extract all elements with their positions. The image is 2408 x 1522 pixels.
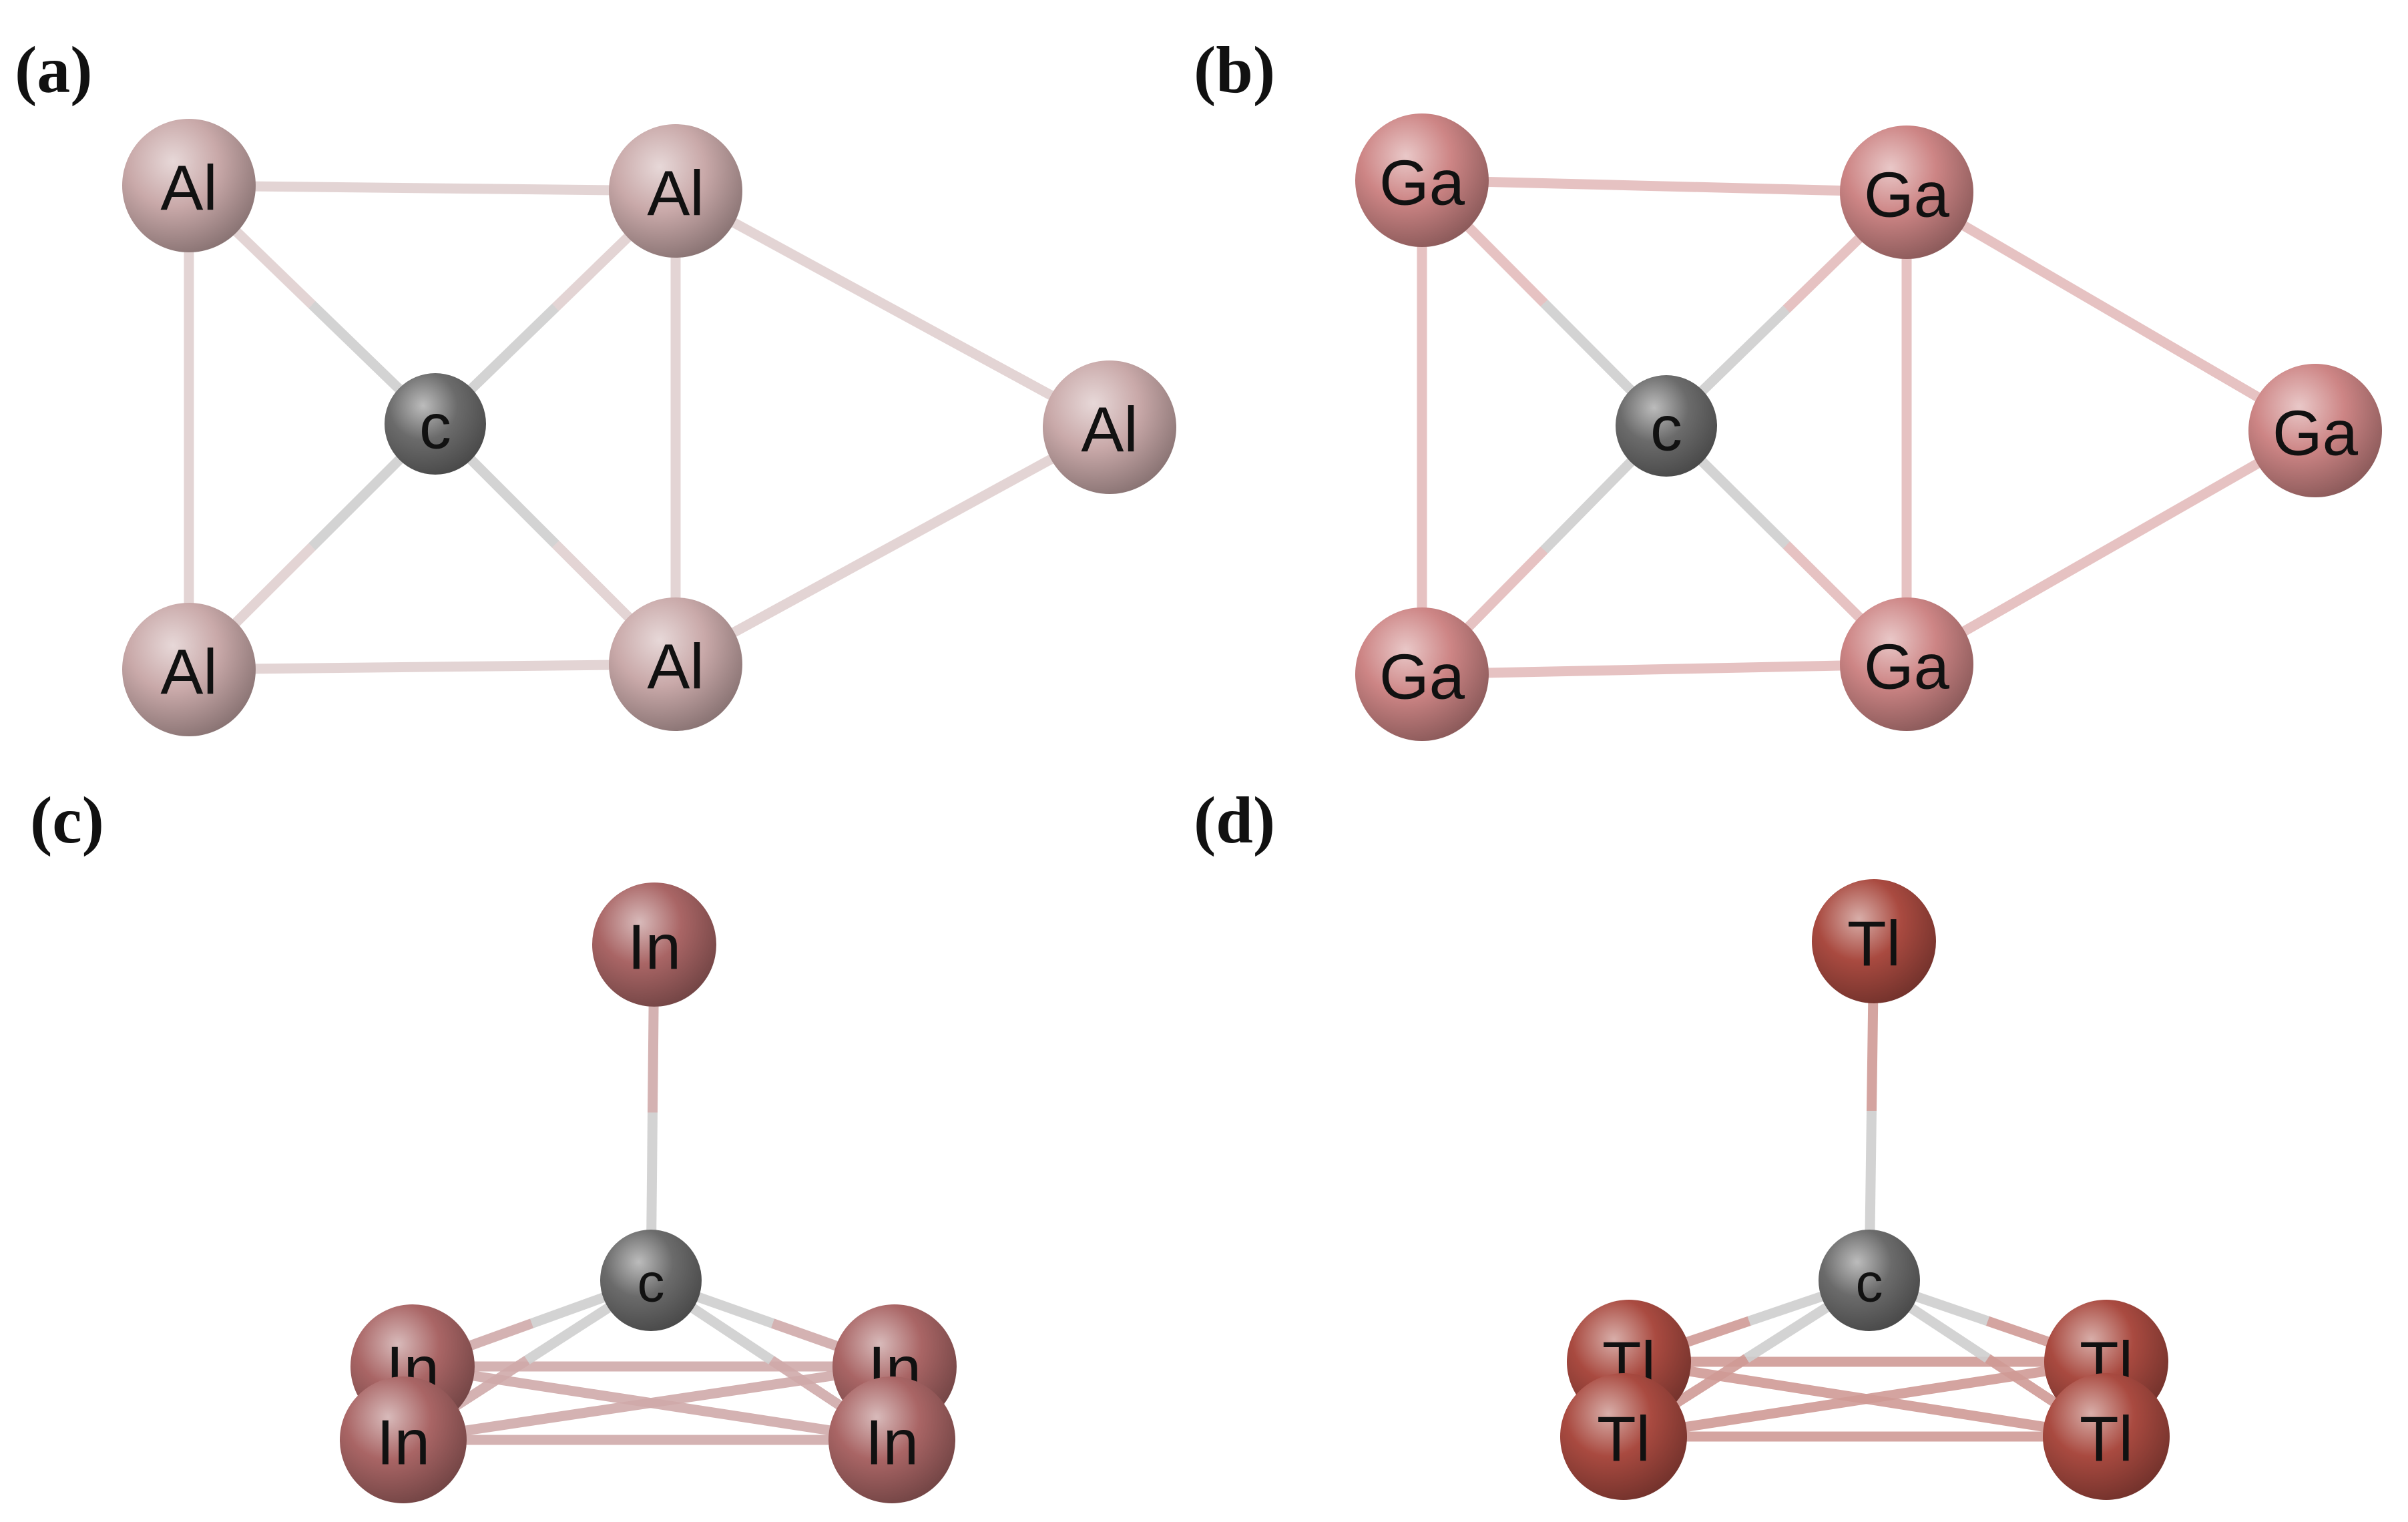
atom-sphere <box>122 603 256 736</box>
panel-b-bonds <box>1417 175 2321 680</box>
panel-a-bonds <box>184 180 1115 675</box>
atom-in: In <box>828 1376 955 1503</box>
atom-label: In <box>628 912 681 983</box>
bond <box>1618 1356 2112 1442</box>
bond <box>184 659 681 675</box>
atom-in: In <box>340 1376 467 1503</box>
atom-label: c <box>638 1253 665 1314</box>
panel-d-label: (d) <box>1194 783 1275 857</box>
atom-sphere <box>1355 607 1489 741</box>
atom-label: Al <box>647 631 704 703</box>
atom-sphere <box>1819 1230 1920 1331</box>
bond <box>398 1361 900 1445</box>
bond <box>1901 187 2321 436</box>
atom-sphere <box>385 373 486 475</box>
panel-a-atoms: Al Al c Al Al Al <box>122 119 1176 736</box>
atom-label: Al <box>647 158 704 230</box>
panel-c-bonds <box>398 939 900 1445</box>
panel-d: (d) Tl Tl Tl c Tl Tl <box>1194 783 2170 1500</box>
atom-label: Al <box>1081 395 1138 466</box>
atom-label: Ga <box>1864 631 1950 703</box>
atom-al: Al <box>609 597 742 731</box>
atom-label: Tl <box>2080 1404 2133 1475</box>
atom-label: Ga <box>1864 160 1950 231</box>
atom-in: In <box>592 882 716 1007</box>
atom-sphere <box>609 124 742 258</box>
atom-tl: Tl <box>2043 1373 2170 1500</box>
panel-b-label: (b) <box>1194 33 1275 107</box>
atom-sphere <box>2043 1373 2170 1500</box>
atom-label: Tl <box>1847 909 1901 980</box>
atom-label: c <box>1650 393 1682 465</box>
atom-al: Al <box>122 603 256 736</box>
atom-ga: Ga <box>1355 113 1489 247</box>
atom-ga: Ga <box>1840 125 1973 259</box>
panel-a: (a) Al Al c Al Al Al <box>15 33 1176 736</box>
panel-c-label: (c) <box>30 783 104 857</box>
bond <box>670 422 1115 670</box>
atom-label: In <box>377 1407 430 1479</box>
atom-label: Al <box>160 637 217 708</box>
atom-tl: Tl <box>1812 879 1936 1003</box>
bond <box>1417 659 1912 680</box>
atom-al: Al <box>122 119 256 252</box>
atom-c: c <box>1616 375 1717 477</box>
atom-sphere <box>2248 364 2382 497</box>
atom-al: Al <box>609 124 742 258</box>
atom-label: Ga <box>1379 642 1465 713</box>
atom-sphere <box>1043 360 1176 494</box>
atom-sphere <box>609 597 742 731</box>
bond <box>670 186 1115 433</box>
atom-sphere <box>600 1230 702 1331</box>
atom-sphere <box>340 1376 467 1503</box>
atom-tl: Tl <box>1560 1373 1687 1500</box>
atom-sphere <box>122 119 256 252</box>
atom-sphere <box>1840 597 1973 731</box>
panel-c: (c) In In In c In In <box>30 783 957 1503</box>
atom-label: In <box>865 1407 919 1479</box>
bond <box>184 180 681 196</box>
atom-c: c <box>385 373 486 475</box>
atom-sphere <box>828 1376 955 1503</box>
atom-label: Tl <box>1597 1404 1650 1475</box>
panel-d-bonds <box>1618 936 2112 1442</box>
atom-ga: Ga <box>2248 364 2382 497</box>
atom-label: Al <box>160 153 217 224</box>
panel-d-atoms: Tl Tl Tl c Tl Tl <box>1560 879 2170 1500</box>
atom-sphere <box>1812 879 1936 1003</box>
atom-sphere <box>1840 125 1973 259</box>
atom-label: c <box>419 391 451 463</box>
bond <box>1901 425 2321 670</box>
panel-b-atoms: Ga Ga c Ga Ga Ga <box>1355 113 2382 741</box>
bond <box>1417 175 1912 198</box>
atom-label: c <box>1856 1253 1883 1314</box>
atom-sphere <box>1616 375 1717 477</box>
atom-sphere <box>1560 1373 1687 1500</box>
panel-a-label: (a) <box>15 33 93 107</box>
atom-sphere <box>1355 113 1489 247</box>
panel-b: (b) Ga Ga c Ga Ga Ga <box>1194 33 2382 741</box>
atom-ga: Ga <box>1840 597 1973 731</box>
atom-al: Al <box>1043 360 1176 494</box>
atom-ga: Ga <box>1355 607 1489 741</box>
atom-c: c <box>600 1230 702 1331</box>
panel-c-atoms: In In In c In In <box>340 882 957 1503</box>
atom-label: Ga <box>2272 398 2359 469</box>
atom-c: c <box>1819 1230 1920 1331</box>
atom-sphere <box>592 882 716 1007</box>
atom-label: Ga <box>1379 148 1465 219</box>
